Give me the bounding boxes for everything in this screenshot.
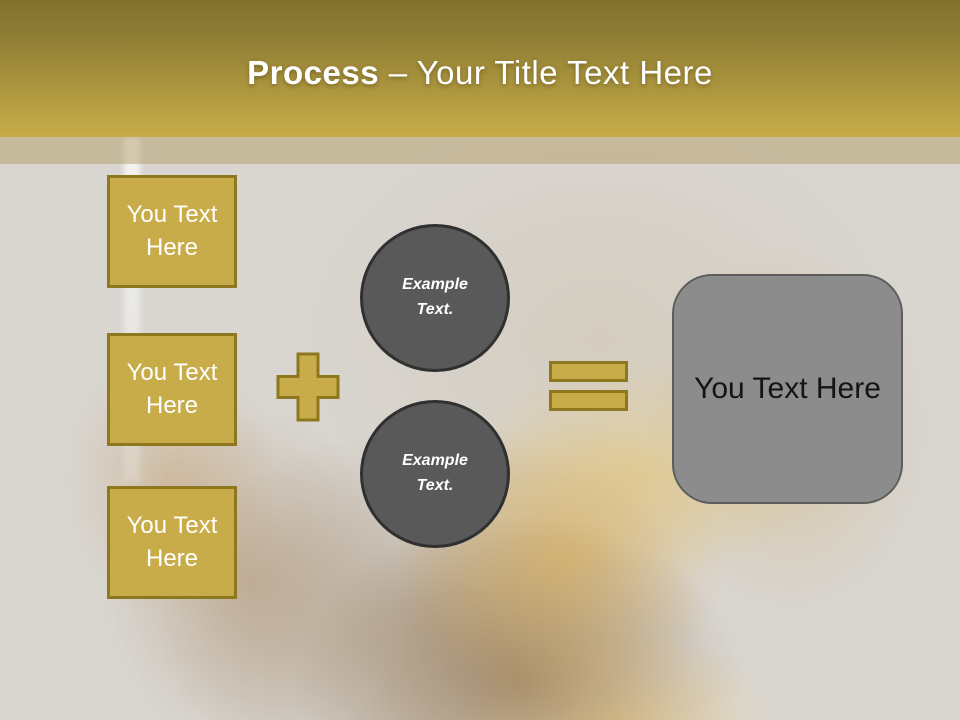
- header-banner: [0, 0, 960, 137]
- example-circle-2[interactable]: Example Text.: [360, 400, 510, 548]
- equals-top-bar: [549, 361, 628, 382]
- result-box-label: You Text Here: [694, 372, 881, 405]
- slide-title-subtitle: – Your Title Text Here: [379, 54, 713, 91]
- plus-icon: [276, 352, 340, 422]
- example-circle-1[interactable]: Example Text.: [360, 224, 510, 372]
- slide-title[interactable]: Process – Your Title Text Here: [0, 54, 960, 92]
- example-circle-2-label: Example Text.: [402, 452, 468, 494]
- input-box-1-label: You Text Here: [126, 201, 218, 261]
- slide-title-keyword: Process: [247, 54, 380, 91]
- input-box-3[interactable]: You Text Here: [107, 486, 237, 599]
- input-box-3-label: You Text Here: [126, 512, 218, 572]
- input-box-2-label: You Text Here: [126, 359, 218, 419]
- input-box-1[interactable]: You Text Here: [107, 175, 237, 288]
- equals-bottom-bar: [549, 390, 628, 411]
- header-accent-band: [0, 137, 960, 164]
- input-box-2[interactable]: You Text Here: [107, 333, 237, 446]
- example-circle-1-label: Example Text.: [402, 276, 468, 318]
- result-box[interactable]: You Text Here: [672, 274, 903, 504]
- equals-icon: [549, 361, 628, 411]
